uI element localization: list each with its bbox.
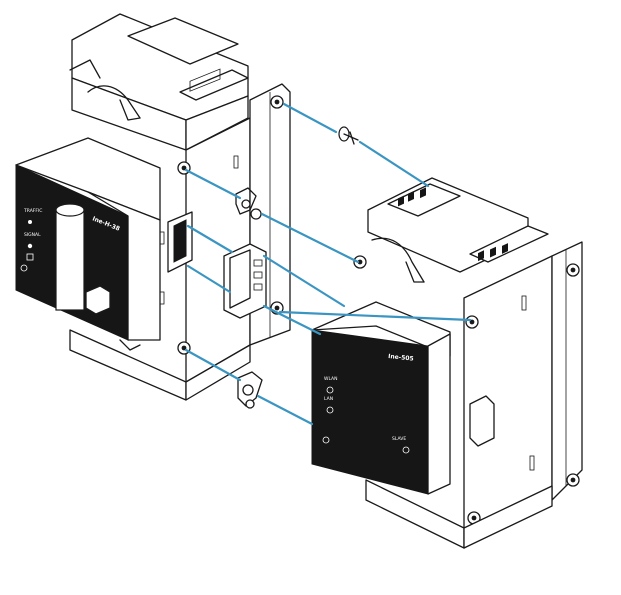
lan-led-icon — [326, 406, 334, 414]
right-indicator-lan: LAN — [324, 396, 333, 402]
signal-led-icon — [27, 243, 33, 249]
left-power-icon — [20, 264, 28, 272]
left-module: TRAFFIC SIGNAL Ine-H-38 — [15, 13, 291, 401]
right-module: Ine-505 WLAN LAN SLAVE — [311, 177, 583, 549]
right-model-label: Ine-505 — [388, 353, 414, 363]
bridge-connector — [223, 243, 267, 319]
wlan-led-icon — [326, 386, 334, 394]
bottom-screw-clip — [237, 371, 263, 409]
slave-led-icon — [402, 446, 410, 454]
assembly-guide-lines — [184, 102, 472, 426]
left-indicator-signal: SIGNAL — [24, 232, 41, 238]
right-indicator-slave: SLAVE — [392, 436, 406, 442]
traffic-led-icon — [28, 220, 32, 224]
top-screw — [338, 126, 359, 145]
right-power-icon — [322, 436, 330, 444]
top-screw-clip — [235, 187, 262, 220]
sim-slot-icon — [26, 253, 34, 261]
left-indicator-traffic: TRAFFIC — [23, 208, 42, 214]
right-indicator-wlan: WLAN — [324, 376, 338, 382]
